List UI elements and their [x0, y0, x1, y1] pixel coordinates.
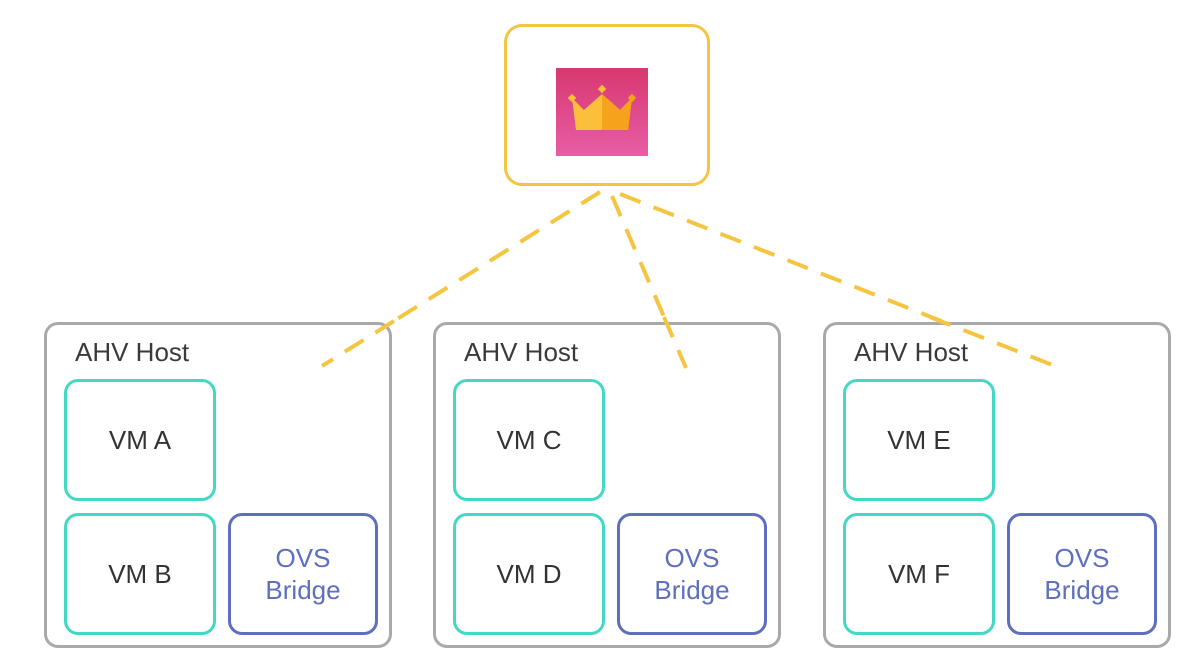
vm-f: VM F [843, 513, 995, 635]
ovs-bridge-line-2: Bridge [265, 575, 341, 605]
vm-b: VM B [64, 513, 216, 635]
crown-icon [556, 68, 648, 156]
host-3: AHV Host VM E VM F OVS Bridge [823, 322, 1171, 648]
vm-c: VM C [453, 379, 605, 501]
ovs-bridge-line-1: OVS [664, 543, 720, 573]
host-label: AHV Host [854, 337, 969, 367]
connector-line-host-3 [619, 192, 1056, 368]
vm-e: VM E [843, 379, 995, 501]
vm-d: VM D [453, 513, 605, 635]
vm-a: VM A [64, 379, 216, 501]
connector-tail-host-1 [320, 319, 396, 368]
ovs-bridge: OVS Bridge [228, 513, 378, 635]
host-label: AHV Host [464, 337, 579, 367]
ovs-bridge: OVS Bridge [1007, 513, 1157, 635]
host-2: AHV Host VM C VM D OVS Bridge [433, 322, 781, 648]
host-label: AHV Host [75, 337, 190, 367]
ovs-bridge: OVS Bridge [617, 513, 767, 635]
ovs-bridge-line-1: OVS [1054, 543, 1110, 573]
host-1: AHV Host VM A VM B OVS Bridge [44, 322, 392, 648]
connector-tail-host-3 [929, 315, 1056, 368]
ovs-bridge-line-1: OVS [275, 543, 331, 573]
ovs-bridge-line-2: Bridge [1044, 575, 1120, 605]
connector-tail-host-2 [662, 316, 688, 369]
ovs-bridge-line-2: Bridge [654, 575, 730, 605]
